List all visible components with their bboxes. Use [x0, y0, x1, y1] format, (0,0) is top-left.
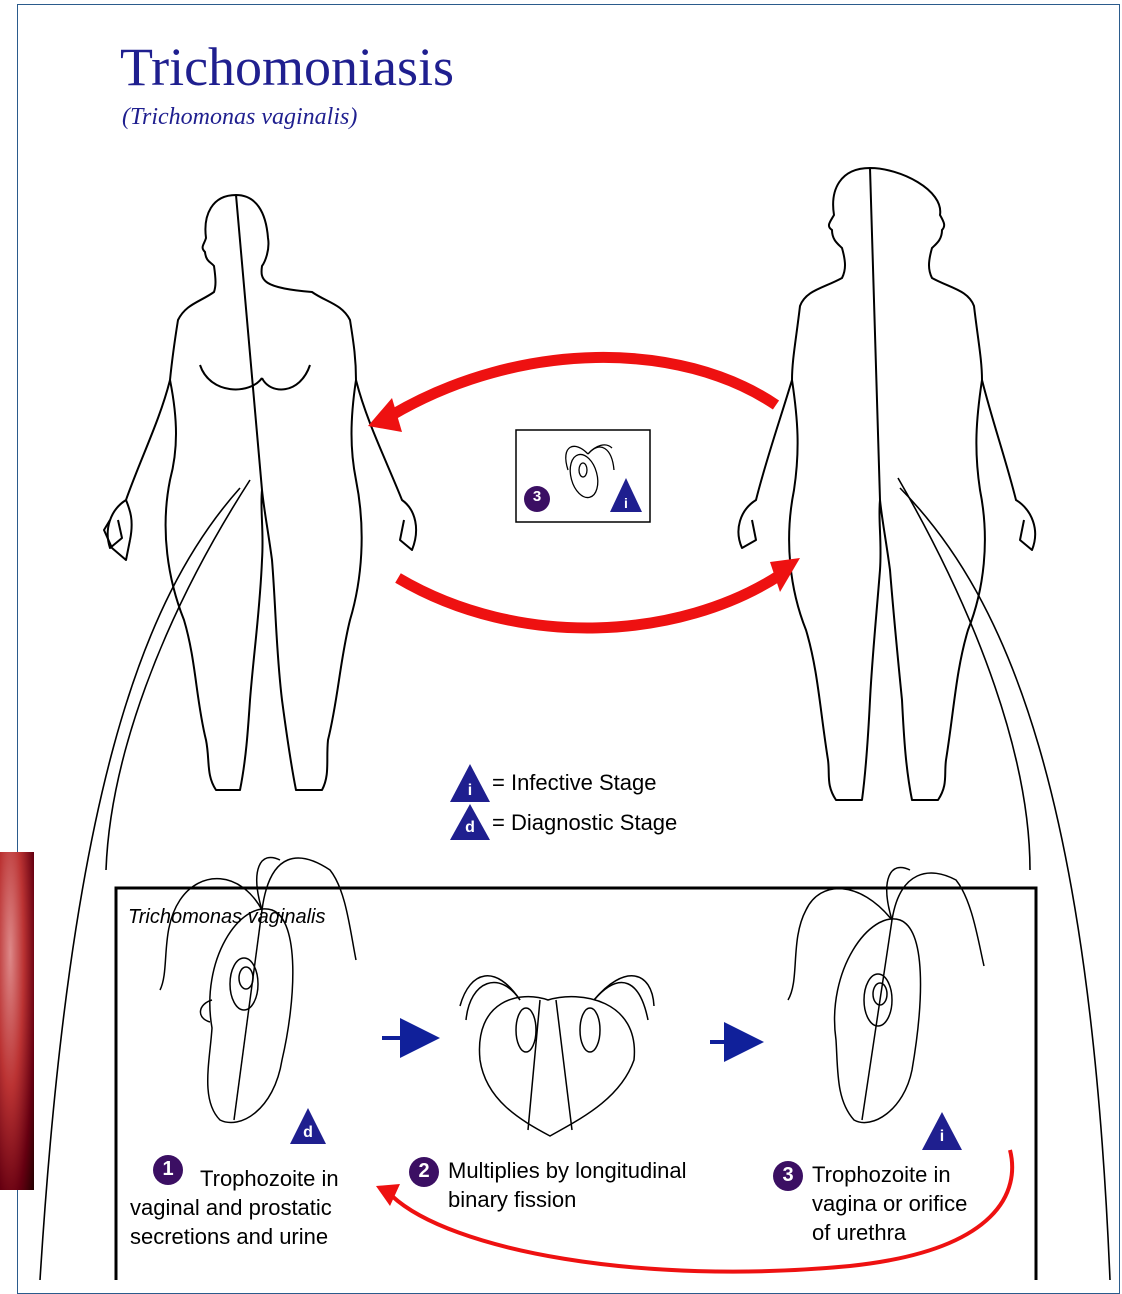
stage-2-line-1: Multiplies by longitudinal — [448, 1156, 686, 1185]
legend-infective-label: = Infective Stage — [492, 770, 657, 796]
stage-1-description: Trophozoite in vaginal and prostatic sec… — [130, 1164, 339, 1251]
arrow-head-to-female — [368, 398, 402, 432]
stage-1-symbol: d — [302, 1124, 314, 1142]
stage-3-number: 3 — [782, 1164, 794, 1187]
arrow-head-to-male — [770, 558, 800, 592]
lifecycle-box-title: Trichomonas vaginalis — [128, 906, 326, 929]
male-figure — [738, 168, 1035, 800]
stage-3-line-1: Trophozoite in — [812, 1160, 967, 1189]
stage-1-line-2: vaginal and prostatic — [130, 1193, 339, 1222]
stage-2-line-2: binary fission — [448, 1185, 686, 1214]
stage-3-line-2: vagina or orifice — [812, 1189, 967, 1218]
arrow-male-to-female — [392, 357, 776, 415]
female-figure — [104, 195, 416, 790]
stage-3-symbol: i — [936, 1128, 948, 1146]
stage-1-line-1: Trophozoite in — [130, 1164, 339, 1193]
female-chest — [200, 365, 310, 389]
arrow-female-to-male — [398, 575, 780, 628]
male-right-arm — [982, 380, 1035, 550]
stage-3-line-3: of urethra — [812, 1218, 967, 1247]
stage-2-description: Multiplies by longitudinal binary fissio… — [448, 1156, 686, 1214]
female-outline — [108, 195, 362, 790]
center-infective-symbol: i — [620, 495, 632, 511]
stage-2-number: 2 — [418, 1160, 430, 1183]
legend-diagnostic-symbol: d — [464, 819, 476, 837]
center-stage-number: 3 — [531, 488, 543, 505]
stage-1-line-3: secretions and urine — [130, 1222, 339, 1251]
legend-diagnostic-label: = Diagnostic Stage — [492, 810, 677, 836]
stage-3-description: Trophozoite in vagina or orifice of uret… — [812, 1160, 967, 1247]
male-outline — [738, 168, 984, 800]
legend-infective-symbol: i — [464, 782, 476, 800]
